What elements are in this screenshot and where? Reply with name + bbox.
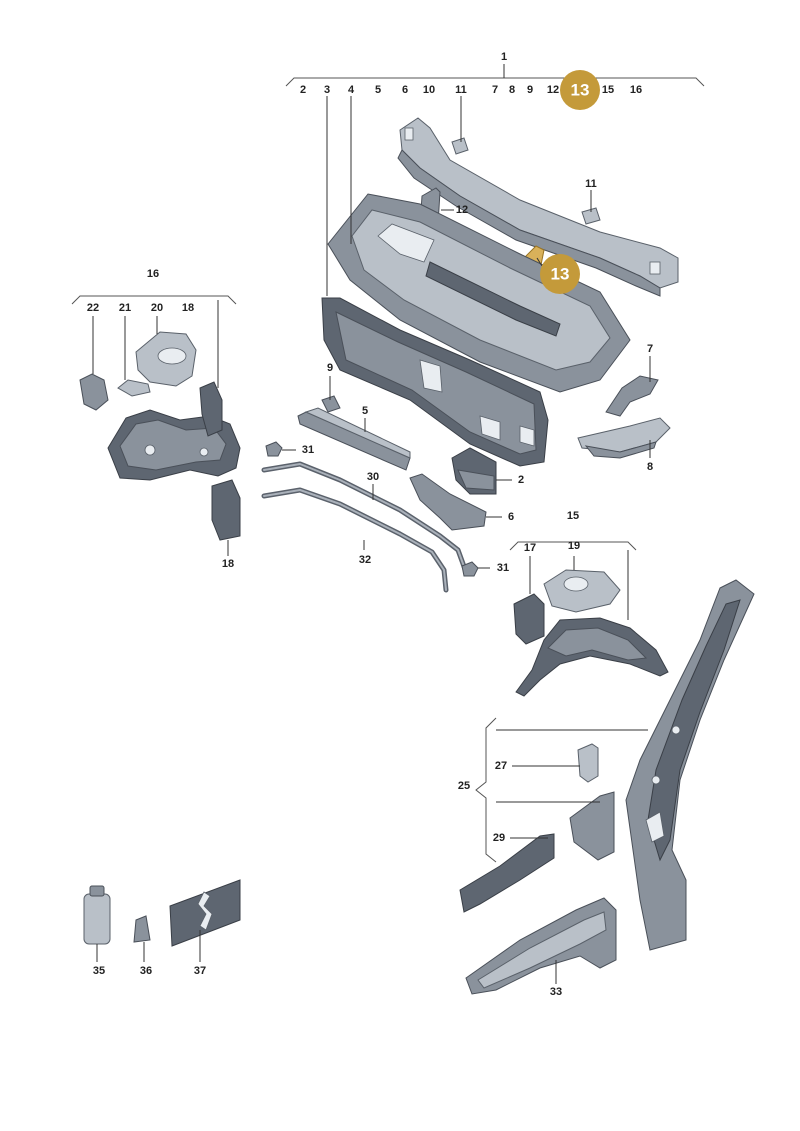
part-bracket-27 bbox=[577, 743, 599, 783]
callout-label: 6 bbox=[508, 511, 514, 523]
callout-label: 32 bbox=[359, 554, 371, 566]
group-label-1: 1 bbox=[501, 51, 507, 63]
part-plenum-panel bbox=[327, 193, 631, 393]
group1-member-label: 4 bbox=[348, 84, 355, 96]
group1-member-label: 12 bbox=[547, 84, 559, 96]
group1-member-label: 9 bbox=[527, 84, 533, 96]
part-group-15 bbox=[513, 569, 669, 697]
callout-label: 9 bbox=[327, 362, 333, 374]
group1-member-label: 6 bbox=[402, 84, 408, 96]
group25-member-label: 29 bbox=[493, 832, 505, 844]
bracket-group-16 bbox=[71, 295, 237, 305]
callout-label: 12 bbox=[456, 204, 468, 216]
group15-member-label: 19 bbox=[568, 540, 580, 552]
part-6 bbox=[409, 473, 487, 531]
part-cowl-bar bbox=[397, 117, 679, 297]
highlight-badge-part[interactable] bbox=[540, 254, 580, 294]
bracket-group-25 bbox=[475, 717, 497, 863]
group-label-25: 25 bbox=[458, 780, 470, 792]
part-rod-32 bbox=[261, 487, 449, 593]
group16-member-label: 20 bbox=[151, 302, 163, 314]
part-33 bbox=[465, 897, 617, 995]
group16-member-label: 18 bbox=[182, 302, 194, 314]
part-2 bbox=[451, 447, 497, 495]
group15-member-label: 17 bbox=[524, 542, 536, 554]
group1-member-label: 8 bbox=[509, 84, 515, 96]
highlight-badge-top[interactable] bbox=[560, 70, 600, 110]
callout-label: 2 bbox=[518, 474, 524, 486]
group1-member-label: 7 bbox=[492, 84, 498, 96]
callout-label: 18 bbox=[222, 558, 234, 570]
bracket-group-1 bbox=[285, 77, 705, 87]
group16-member-label: 21 bbox=[119, 302, 131, 314]
callout-label: 11 bbox=[585, 178, 597, 190]
group1-member-label: 11 bbox=[455, 84, 467, 96]
callout-label: 30 bbox=[367, 471, 379, 483]
part-a-pillar bbox=[625, 579, 755, 951]
part-nut-31b bbox=[461, 561, 479, 577]
part-29 bbox=[459, 791, 615, 913]
callout-label: 35 bbox=[93, 965, 105, 977]
part-36-plug bbox=[133, 915, 151, 943]
highlight-badge-part-label: 13 bbox=[551, 264, 570, 283]
group1-member-label: 5 bbox=[375, 84, 381, 96]
callout-label: 37 bbox=[194, 965, 206, 977]
group-label-15: 15 bbox=[567, 510, 579, 522]
group1-member-label: 10 bbox=[423, 84, 435, 96]
callout-label: 31 bbox=[302, 444, 314, 456]
group-label-16: 16 bbox=[147, 268, 159, 280]
part-crossmember-5 bbox=[297, 407, 411, 471]
group1-member-label: 2 bbox=[300, 84, 306, 96]
part-clip-9 bbox=[321, 395, 341, 413]
part-clip-11a bbox=[451, 137, 469, 155]
part-37-sheet bbox=[169, 879, 241, 947]
part-bracket-8 bbox=[577, 417, 671, 459]
group1-member-label: 15 bbox=[602, 84, 614, 96]
part-35-canister bbox=[83, 885, 111, 945]
callout-label: 33 bbox=[550, 986, 562, 998]
group1-member-label: 16 bbox=[630, 84, 642, 96]
callout-label: 36 bbox=[140, 965, 152, 977]
group25-member-label: 27 bbox=[495, 760, 507, 772]
group16-member-label: 22 bbox=[87, 302, 99, 314]
callout-label: 31 bbox=[497, 562, 509, 574]
part-bulkhead bbox=[321, 297, 549, 467]
highlight-badge-top-label: 13 bbox=[571, 80, 590, 99]
group1-member-label: 3 bbox=[324, 84, 330, 96]
part-nut-31a bbox=[265, 441, 283, 457]
part-bracket-7 bbox=[605, 375, 659, 417]
bracket-group-15 bbox=[509, 541, 637, 551]
part-group-16 bbox=[79, 331, 241, 541]
part-rod-30 bbox=[261, 461, 469, 575]
callout-label: 8 bbox=[647, 461, 653, 473]
callout-label: 7 bbox=[647, 343, 653, 355]
leader-lines bbox=[92, 64, 651, 984]
callout-label: 5 bbox=[362, 405, 368, 417]
